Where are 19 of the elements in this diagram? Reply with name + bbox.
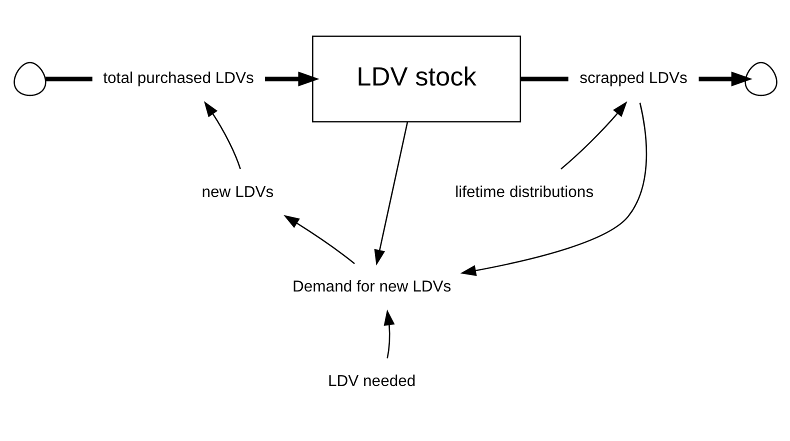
arrow [460,102,647,276]
node-text: total purchased LDVs [102,70,254,87]
arrow [560,100,627,169]
connector [45,76,92,81]
node-cloud [13,61,46,96]
node-text: Demand for new LDVs [292,278,451,295]
node-text: new LDVs [201,183,274,200]
arrow [698,71,752,86]
arrow [264,71,319,86]
connector [520,76,568,81]
arrow [383,309,394,358]
node-box: LDV stock [312,35,521,122]
node-text: scrapped LDVs [579,70,687,87]
arrow [374,121,408,266]
node-cloud [744,61,777,96]
node-text: lifetime distributions [454,183,594,200]
node-text: LDV needed [327,372,416,390]
arrow [203,100,240,169]
arrow [283,214,354,264]
